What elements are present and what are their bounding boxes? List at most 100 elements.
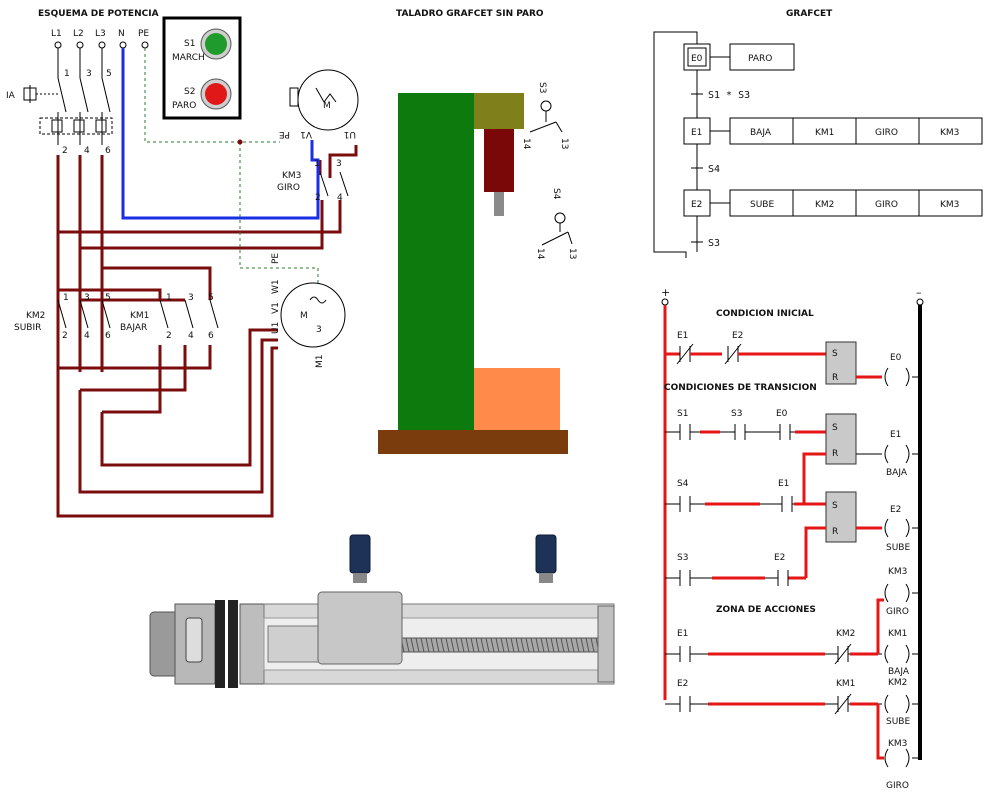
svg-text:E2: E2 — [677, 679, 688, 689]
svg-text:14: 14 — [535, 248, 545, 260]
km1-label: KM1 — [130, 311, 149, 321]
drill-illustration: TALADRO GRAFCET SIN PARO S3 14 13 S4 14 … — [378, 9, 577, 454]
s2-stop-button-cap[interactable] — [205, 83, 227, 105]
svg-text:14: 14 — [521, 138, 531, 150]
main-breaker: IA 1 3 5 2 4 6 — [6, 69, 113, 156]
rung-2: S1 S3 E0 S R E1 BAJA — [665, 409, 920, 478]
svg-text:R: R — [832, 527, 838, 537]
section-zona-acciones: ZONA DE ACCIONES — [716, 605, 816, 615]
svg-text:GIRO: GIRO — [875, 128, 898, 138]
s3-name: S3 — [537, 82, 547, 93]
rung-4: S3 E2 KM3 GIRO — [665, 526, 920, 617]
svg-text:6: 6 — [105, 331, 111, 341]
rung-3: S4 E1 S R E2 SUBE — [665, 452, 920, 553]
main-motor-label: M — [300, 311, 308, 321]
neutral-wire — [121, 48, 320, 220]
km2-label: KM2 — [26, 311, 45, 321]
svg-text:M1: M1 — [315, 355, 325, 369]
svg-text:E2: E2 — [691, 200, 702, 210]
power-wires — [56, 145, 358, 518]
contactor-km3: 1 3 2 4 KM3 GIRO — [277, 159, 349, 203]
svg-text:GIRO: GIRO — [886, 781, 909, 791]
ladder-plus: + — [661, 286, 670, 299]
spindle-motor: M V1 PE U1 — [279, 69, 359, 139]
svg-text:E2: E2 — [732, 331, 743, 341]
svg-text:E1: E1 — [778, 479, 789, 489]
s2-name: S2 — [184, 87, 195, 97]
svg-text:SUBE: SUBE — [886, 543, 910, 553]
svg-text:BAJA: BAJA — [888, 667, 910, 677]
connector-icon — [185, 617, 203, 663]
svg-text:GIRO: GIRO — [886, 607, 909, 617]
rung-6: E2 KM1 KM2 SUBE KM3 GIRO — [665, 678, 920, 791]
sensor-right — [535, 534, 557, 574]
svg-text:E2: E2 — [890, 505, 901, 515]
svg-text:3: 3 — [188, 293, 194, 303]
svg-text:KM1: KM1 — [815, 128, 834, 138]
rung-1: E1 E2 S R E0 — [665, 331, 920, 387]
s2-label: PARO — [172, 101, 196, 111]
svg-text:E1: E1 — [890, 430, 901, 440]
s1-label: MARCH — [172, 53, 205, 63]
coupling — [267, 625, 323, 663]
section-condiciones-transicion: CONDICIONES DE TRANSICION — [664, 383, 817, 393]
svg-text:SUBE: SUBE — [886, 717, 910, 727]
svg-text:KM3: KM3 — [940, 200, 959, 210]
ladder-minus: – — [916, 286, 922, 299]
grafcet-transition-3: S3 — [708, 238, 720, 249]
svg-text:2: 2 — [315, 193, 321, 203]
svg-text:E1: E1 — [691, 128, 702, 138]
drill-base — [378, 430, 568, 454]
km2-sub: SUBIR — [14, 323, 41, 333]
svg-text:KM2: KM2 — [888, 678, 907, 688]
svg-text:E0: E0 — [776, 409, 788, 419]
svg-text:1: 1 — [63, 293, 69, 303]
line-label-n: N — [118, 29, 125, 39]
svg-text:5: 5 — [208, 293, 214, 303]
svg-text:E0: E0 — [890, 353, 902, 363]
s1-name: S1 — [184, 39, 195, 49]
km3-label: KM3 — [282, 171, 301, 181]
svg-text:U1: U1 — [344, 129, 356, 139]
s1-start-button-cap[interactable] — [205, 33, 227, 55]
actuator-rail-bottom — [263, 669, 615, 685]
svg-text:5: 5 — [106, 69, 112, 79]
ladder-diagram: + – CONDICION INICIAL CONDICIONES DE TRA… — [661, 286, 924, 791]
line-label-l1: L1 — [51, 29, 62, 39]
svg-text:13: 13 — [559, 138, 569, 149]
svg-text:E0: E0 — [691, 54, 703, 64]
svg-text:SUBE: SUBE — [750, 200, 774, 210]
drill-bit — [494, 192, 504, 216]
svg-text:1: 1 — [166, 293, 172, 303]
svg-text:4: 4 — [84, 331, 90, 341]
svg-text:V1: V1 — [300, 129, 312, 139]
svg-text:KM3: KM3 — [888, 567, 907, 577]
spindle-motor-label: M — [323, 101, 331, 111]
contactor-km1: 1 3 5 2 4 6 KM1 BAJAR — [120, 293, 219, 341]
grafcet-transition-1: S1 * S3 — [708, 90, 750, 101]
svg-text:S4: S4 — [677, 479, 689, 489]
svg-text:13: 13 — [567, 248, 577, 259]
svg-text:W1: W1 — [271, 279, 281, 294]
svg-text:S: S — [832, 423, 838, 433]
svg-text:PARO: PARO — [748, 54, 772, 64]
rung-5: E1 KM2 KM1 BAJA — [665, 598, 920, 677]
svg-text:4: 4 — [188, 331, 194, 341]
svg-text:V1: V1 — [271, 302, 281, 314]
svg-text:4: 4 — [337, 193, 343, 203]
svg-text:KM2: KM2 — [836, 629, 855, 639]
svg-text:2: 2 — [62, 331, 68, 341]
svg-text:1: 1 — [64, 69, 70, 79]
svg-text:2: 2 — [166, 331, 172, 341]
svg-text:E2: E2 — [774, 553, 785, 563]
svg-text:1: 1 — [314, 159, 320, 169]
s4-name: S4 — [551, 188, 561, 200]
svg-text:2: 2 — [62, 146, 68, 156]
button-panel: S1 MARCH S2 PARO — [162, 16, 242, 120]
svg-text:S: S — [832, 501, 838, 511]
grafcet: GRAFCET E0 PARO S1 * S3 E1 BAJA KM1 GIRO… — [653, 9, 983, 258]
line-label-l3: L3 — [95, 29, 106, 39]
svg-text:U1: U1 — [271, 322, 281, 334]
svg-text:R: R — [832, 449, 838, 459]
svg-text:KM1: KM1 — [836, 679, 855, 689]
